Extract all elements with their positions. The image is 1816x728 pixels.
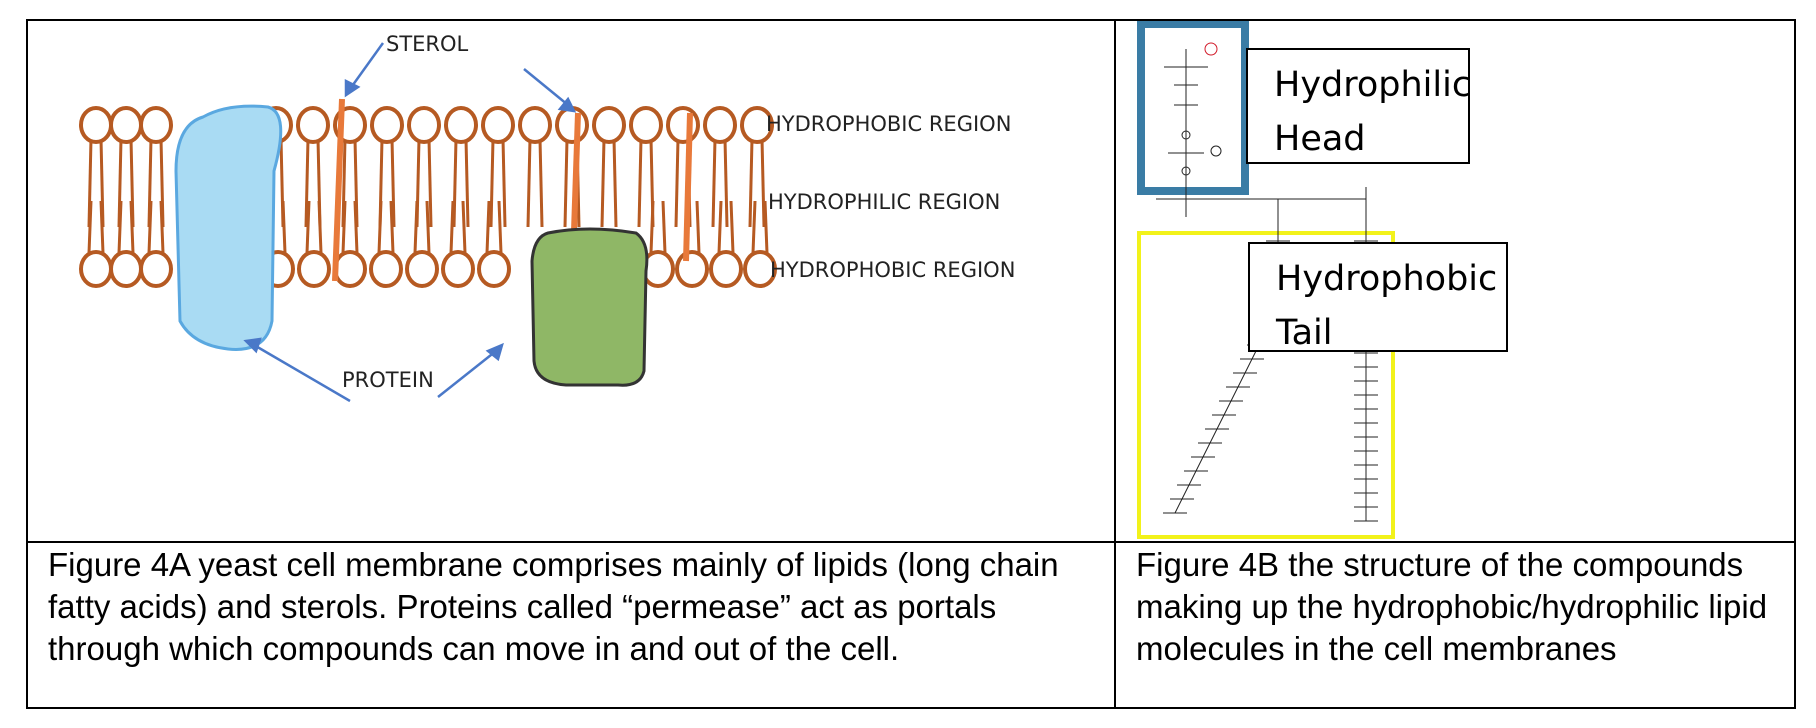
- lipid-head: [370, 106, 404, 144]
- lipid-head: [79, 106, 113, 144]
- lipid-tail: [497, 200, 503, 254]
- lipid-head: [709, 250, 743, 288]
- lipid-head: [109, 250, 143, 288]
- lipid-tail: [304, 138, 310, 228]
- lipid-tail: [452, 138, 458, 228]
- lipid-tail: [427, 138, 433, 228]
- lipid-tail: [674, 138, 680, 228]
- lipid-tail: [501, 138, 507, 228]
- figure-table: [26, 19, 1796, 709]
- lipid-head: [481, 106, 515, 144]
- lipid-tail: [305, 200, 311, 254]
- protein-label: PROTEIN: [342, 368, 434, 392]
- lipid-head: [444, 106, 478, 144]
- protein-blue: [174, 104, 283, 351]
- lipid-head: [555, 106, 589, 144]
- lipid-tail: [485, 200, 491, 254]
- lipid-tail: [717, 200, 723, 254]
- lipid-tail: [637, 138, 643, 228]
- lipid-head: [518, 106, 552, 144]
- lipid-tail: [159, 200, 165, 254]
- lipid-tail: [129, 200, 135, 254]
- cell-membrane-diagram: STEROL HYDROPHOBIC REGION HYDROPHILIC RE…: [79, 32, 1015, 403]
- phospholipid-structure: [1137, 21, 1395, 539]
- lipid-tail: [763, 200, 769, 254]
- lipid-head: [740, 106, 774, 144]
- lipid-tail: [449, 200, 455, 254]
- figure-4a-panel: STEROL HYDROPHOBIC REGION HYDROPHILIC RE…: [28, 21, 1114, 541]
- lipid-tail: [489, 138, 495, 228]
- lipid-head: [296, 106, 330, 144]
- lipid-head: [297, 250, 331, 288]
- lipid-tail: [317, 200, 323, 254]
- lipid-tail: [389, 200, 395, 254]
- lipid-tail: [464, 138, 470, 228]
- hydrophilic-label-line1: Hydrophilic: [1274, 65, 1472, 105]
- hydrophobic-label-line1: Hydrophobic: [1276, 259, 1498, 299]
- figure-4b-caption: Figure 4B the structure of the compounds…: [1136, 546, 1768, 667]
- hydrophobic-region-bottom-label: HYDROPHOBIC REGION: [770, 258, 1015, 282]
- lipid-tail: [729, 200, 735, 254]
- sterol-3: [683, 112, 693, 262]
- hydrophobic-region-top-label: HYDROPHOBIC REGION: [766, 112, 1011, 136]
- lipid-tail: [87, 200, 93, 254]
- lipid-head: [405, 250, 439, 288]
- hydrophilic-head-frame: [1137, 21, 1249, 195]
- lipid-head: [477, 250, 511, 288]
- sterol-label: STEROL: [386, 32, 469, 56]
- lipid-head: [629, 106, 663, 144]
- lipid-tail: [748, 138, 754, 228]
- lipid-tail: [117, 200, 123, 254]
- lipid-head: [441, 250, 475, 288]
- lipid-head: [592, 106, 626, 144]
- lipid-tail: [760, 138, 766, 228]
- lipid-head: [407, 106, 441, 144]
- hydrophilic-label-line2: Head: [1274, 119, 1366, 159]
- lipid-head: [139, 250, 173, 288]
- lipid-tail: [353, 200, 359, 254]
- lipid-head: [675, 250, 709, 288]
- figure-4a-caption: Figure 4A yeast cell membrane comprises …: [48, 546, 1059, 667]
- table-row-divider: [26, 541, 1796, 543]
- lipid-head: [703, 106, 737, 144]
- protein-green: [530, 227, 649, 387]
- lipid-head: [139, 106, 173, 144]
- hydrophobic-tail-label-box: Hydrophobic Tail: [1248, 242, 1508, 353]
- lipid-tail: [563, 138, 569, 228]
- lipid-tail: [711, 138, 717, 228]
- lipid-head: [109, 106, 143, 144]
- diagram-arrows: [243, 42, 577, 403]
- hydrophobic-tail-frame: [1137, 231, 1395, 539]
- lipid-tail: [695, 200, 701, 254]
- lipid-tail: [377, 200, 383, 254]
- lipid-tail: [538, 138, 544, 228]
- lipid-tail: [526, 138, 532, 228]
- lipid-tail: [390, 138, 396, 228]
- lipid-head: [369, 250, 403, 288]
- hydrophilic-region-label: HYDROPHILIC REGION: [768, 190, 1000, 214]
- hydrophobic-label-line2: Tail: [1276, 313, 1333, 353]
- sterol-1: [332, 98, 345, 282]
- lipid-head: [333, 250, 367, 288]
- lipid-tail: [600, 138, 606, 228]
- lipid-tail: [425, 200, 431, 254]
- lipid-tail: [413, 200, 419, 254]
- lipid-tail: [751, 200, 757, 254]
- hydrophilic-head-label-box: Hydrophilic Head: [1246, 48, 1472, 164]
- lipid-tail: [341, 200, 347, 254]
- lipid-head: [743, 250, 777, 288]
- lipid-tail: [723, 138, 729, 228]
- table-column-divider: [1114, 19, 1116, 709]
- lipid-tail: [99, 200, 105, 254]
- lipid-tail: [461, 200, 467, 254]
- lipid-tail: [147, 200, 153, 254]
- lipid-tail: [661, 200, 667, 254]
- lipid-tail: [649, 200, 655, 254]
- lipid-tail: [612, 138, 618, 228]
- lipid-head: [666, 106, 700, 144]
- lipid-tail: [281, 200, 287, 254]
- figure-4b-panel: Hydrophilic Head Hydrophobic Tail: [1116, 21, 1794, 541]
- lipid-head: [79, 250, 113, 288]
